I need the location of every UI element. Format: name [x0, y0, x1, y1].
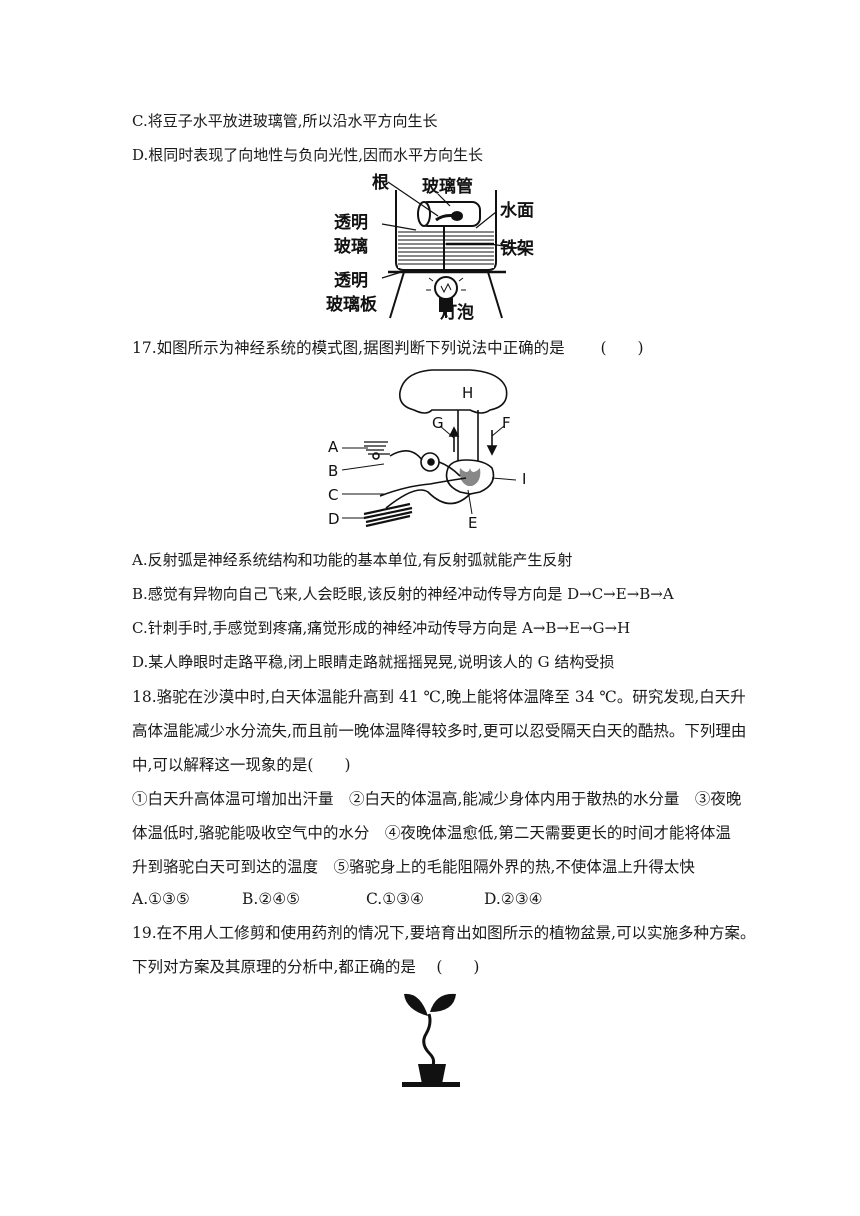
q17-option-b: B.感觉有异物向自己飞来,人会眨眼,该反射的神经冲动传导方向是 D→C→E→B→… — [132, 585, 674, 603]
q18-item-line-1: ①白天升高体温可增加出汗量 ②白天的体温高,能减少身体内用于散热的水分量 ③夜晚 — [132, 790, 742, 808]
q18-option-d: D.②③④ — [484, 890, 543, 908]
q17-option-a: A.反射弧是神经系统结构和功能的基本单位,有反射弧就能产生反射 — [132, 551, 573, 569]
label-g: G — [432, 414, 444, 432]
label-glass-1: 透明 — [334, 212, 368, 233]
q18-option-b: B.②④⑤ — [242, 890, 301, 908]
label-glass-2: 玻璃 — [334, 236, 368, 257]
label-h: H — [462, 384, 473, 402]
label-bulb: 灯泡 — [440, 302, 474, 323]
container-outline — [395, 190, 497, 271]
plant-stem — [422, 1013, 436, 1069]
q16-option-c: C.将豆子水平放进玻璃管,所以沿水平方向生长 — [132, 112, 438, 130]
label-f: F — [502, 414, 511, 432]
q18-stem-line-2: 高体温能减少水分流失,而且前一晚体温降得较多时,更可以忍受隔天白天的酷热。下列理… — [132, 722, 747, 740]
q17-nervous-system-figure: A B C D E F G H I — [328, 369, 526, 532]
light-bulb-icon — [426, 276, 466, 318]
q17-option-c: C.针刺手时,手感觉到疼痛,痛觉形成的神经冲动传导方向是 A→B→E→G→H — [132, 619, 631, 637]
q17-option-d: D.某人睁眼时走路平稳,闭上眼睛走路就摇摇晃晃,说明该人的 G 结构受损 — [132, 653, 615, 671]
label-root: 根 — [372, 172, 389, 193]
q18-stem-line-3: 中,可以解释这一现象的是( ) — [132, 756, 351, 774]
q16-apparatus-figure: 根 玻璃管 水面 透明 玻璃 铁架 透明 玻璃板 灯泡 — [326, 172, 534, 323]
label-a: A — [328, 438, 339, 456]
q18-option-c: C.①③④ — [366, 890, 424, 908]
skin-receptor — [364, 441, 390, 460]
plant-leaf-right — [430, 993, 456, 1012]
q17-stem: 17.如图所示为神经系统的模式图,据图判断下列说法中正确的是 ( ) — [132, 339, 644, 357]
label-c: C — [328, 486, 338, 504]
q18-item-line-3: 升到骆驼白天可到达的温度 ⑤骆驼身上的毛能阻隔外界的热,不使体温上升得太快 — [132, 858, 695, 876]
q18-item-line-2: 体温低时,骆驼能吸收空气中的水分 ④夜晚体温愈低,第二天需要更长的时间才能将体温 — [132, 824, 731, 842]
muscle-effector — [363, 502, 413, 528]
q18-stem-line-1: 18.骆驼在沙漠中时,白天体温能升高到 41 ℃,晚上能将体温降至 34 ℃。研… — [132, 688, 746, 706]
label-plate-2: 玻璃板 — [326, 294, 378, 315]
plant-pot — [418, 1064, 446, 1084]
q19-potted-plant-figure — [402, 993, 460, 1087]
q19-stem-line-1: 19.在不用人工修剪和使用药剂的情况下,要培育出如图所示的植物盆景,可以实施多种… — [132, 924, 756, 942]
label-stand: 铁架 — [500, 238, 534, 259]
down-arrow-icon — [486, 430, 498, 456]
q18-option-a: A.①③⑤ — [132, 890, 190, 908]
label-b: B — [328, 462, 338, 480]
q18-options: A.①③⑤ B.②④⑤ C.①③④ D.②③④ — [132, 889, 543, 909]
pot-base — [402, 1082, 460, 1087]
brain-h — [398, 369, 508, 414]
label-e: E — [468, 514, 477, 532]
label-i: I — [522, 470, 526, 488]
plant-leaf-left — [404, 993, 428, 1016]
q19-stem-line-2: 下列对方案及其原理的分析中,都正确的是 ( ) — [132, 958, 480, 976]
label-plate-1: 透明 — [334, 270, 368, 291]
q16-option-d: D.根同时表现了向地性与负向光性,因而水平方向生长 — [132, 146, 484, 164]
label-tube: 玻璃管 — [422, 176, 473, 197]
up-arrow-icon — [448, 426, 460, 452]
label-water: 水面 — [500, 200, 534, 221]
label-d: D — [328, 510, 340, 528]
